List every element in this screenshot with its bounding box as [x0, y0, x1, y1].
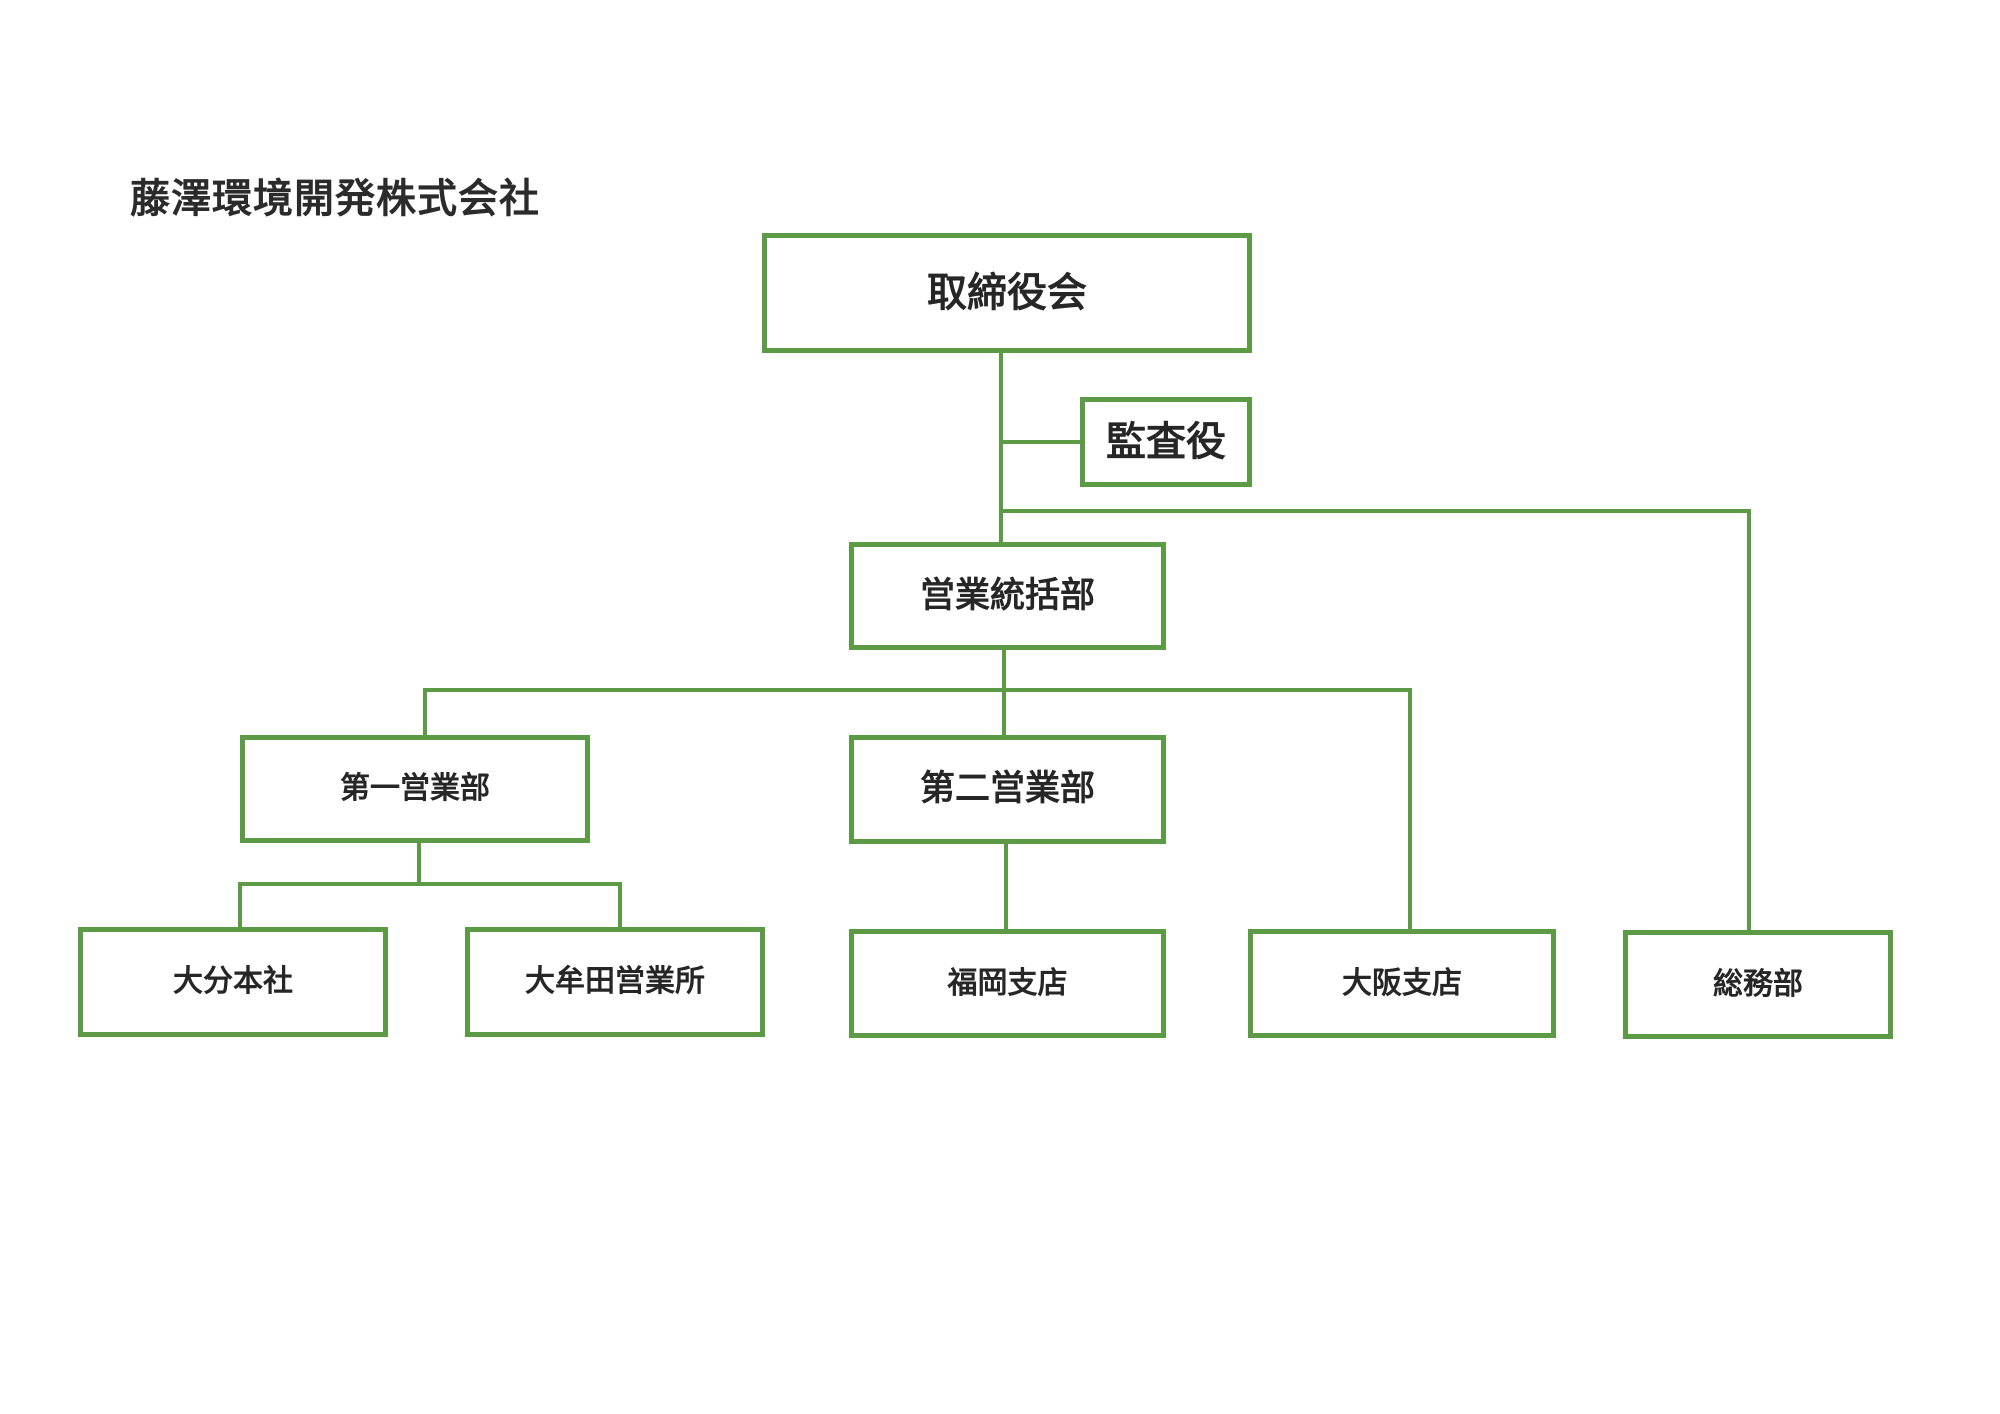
osaka-branch-box: 大阪支店	[1248, 929, 1556, 1038]
omuta-sales-office-box: 大牟田営業所	[465, 927, 765, 1037]
second-sales-dept-label: 第二営業部	[919, 769, 1095, 809]
fukuoka-branch-label: 福岡支店	[947, 965, 1068, 1001]
company-title: 藤澤環境開発株式会社	[130, 176, 540, 222]
sales-headquarters-box: 営業統括部	[849, 542, 1166, 650]
general-affairs-dept-box: 総務部	[1623, 930, 1893, 1039]
auditor-box: 監査役	[1080, 397, 1252, 487]
omuta-sales-office-label: 大牟田営業所	[525, 964, 705, 999]
second-sales-dept-box: 第二営業部	[849, 735, 1166, 844]
board-of-directors-label: 取締役会	[927, 270, 1087, 316]
oita-head-office-box: 大分本社	[78, 927, 388, 1037]
sales-headquarters-label: 営業統括部	[919, 575, 1095, 616]
first-sales-dept-label: 第一営業部	[340, 771, 490, 806]
osaka-branch-label: 大阪支店	[1342, 965, 1462, 1001]
general-affairs-dept-label: 総務部	[1713, 966, 1803, 1002]
first-sales-dept-box: 第一営業部	[240, 735, 590, 843]
oita-head-office-label: 大分本社	[173, 964, 293, 999]
auditor-label: 監査役	[1106, 419, 1226, 465]
board-of-directors-box: 取締役会	[762, 233, 1252, 353]
fukuoka-branch-box: 福岡支店	[849, 929, 1166, 1038]
